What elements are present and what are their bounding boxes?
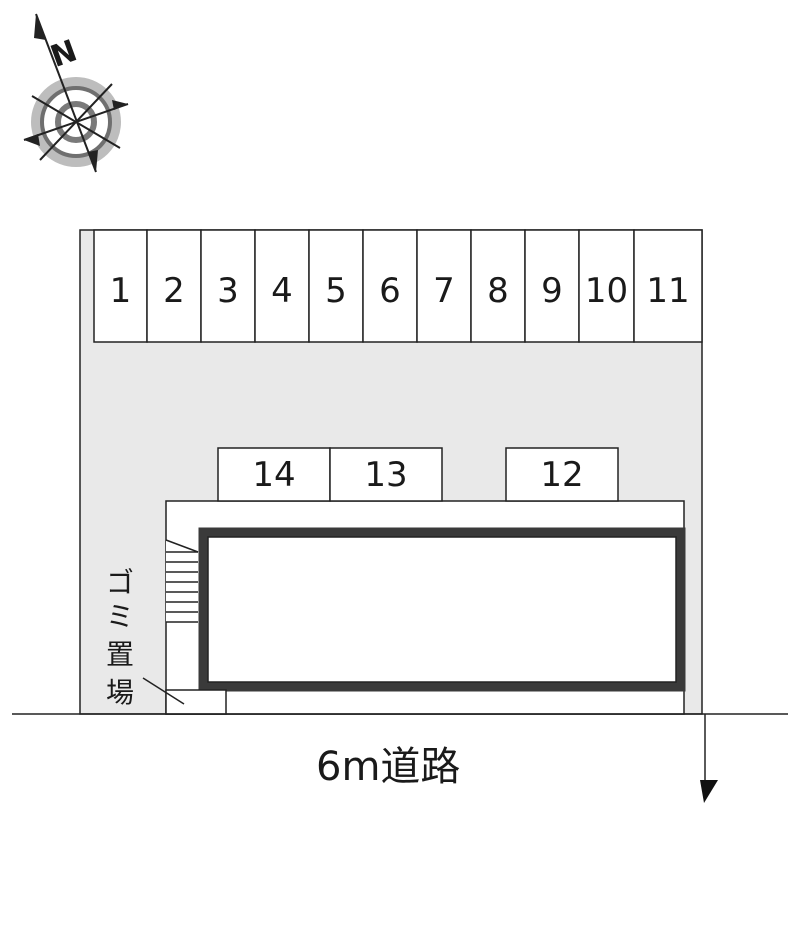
parking-slot-label: 8 bbox=[487, 271, 509, 311]
main-building bbox=[198, 527, 686, 692]
parking-row-front: 14 13 12 bbox=[217, 447, 619, 502]
parking-slot-label: 1 bbox=[110, 271, 132, 311]
parking-slot-label: 5 bbox=[325, 271, 347, 311]
parking-slot bbox=[416, 229, 472, 343]
parking-slot-label: 11 bbox=[646, 271, 689, 311]
garbage-char: ミ bbox=[106, 600, 134, 633]
parking-slot bbox=[633, 229, 703, 343]
parking-slot bbox=[254, 229, 310, 343]
parking-slot bbox=[329, 447, 443, 502]
stairs bbox=[165, 539, 199, 623]
parking-slot bbox=[146, 229, 202, 343]
road-label: 6m道路 bbox=[316, 744, 460, 790]
parking-slot-label: 10 bbox=[585, 271, 628, 311]
parking-slot-label: 9 bbox=[541, 271, 563, 311]
parking-slot-label: 12 bbox=[540, 455, 583, 495]
parking-slot bbox=[578, 229, 635, 343]
parking-slot-label: 6 bbox=[379, 271, 401, 311]
entrance-arrow-icon bbox=[700, 714, 718, 803]
parking-slot bbox=[200, 229, 256, 343]
parking-slot-label: 4 bbox=[271, 271, 293, 311]
parking-slot-label: 2 bbox=[163, 271, 185, 311]
parking-slot bbox=[308, 229, 364, 343]
garbage-char: ゴ bbox=[106, 566, 134, 599]
parking-slot bbox=[505, 447, 619, 502]
garbage-area-label: ゴ ミ 置 場 bbox=[106, 566, 134, 709]
parking-slot-label: 14 bbox=[252, 455, 295, 495]
garbage-char: 置 bbox=[106, 638, 134, 671]
parking-slot bbox=[362, 229, 418, 343]
parking-slot bbox=[524, 229, 580, 343]
garbage-char: 場 bbox=[106, 676, 134, 709]
parking-slot-label: 3 bbox=[217, 271, 239, 311]
parking-slot-label: 7 bbox=[433, 271, 455, 311]
parking-slot bbox=[217, 447, 331, 502]
garbage-leader-line bbox=[142, 677, 185, 705]
compass-north-label: N bbox=[46, 33, 82, 74]
garbage-area bbox=[165, 689, 227, 715]
parking-slot bbox=[93, 229, 148, 343]
parking-slot-label: 13 bbox=[364, 455, 407, 495]
compass-icon: N bbox=[23, 13, 129, 173]
